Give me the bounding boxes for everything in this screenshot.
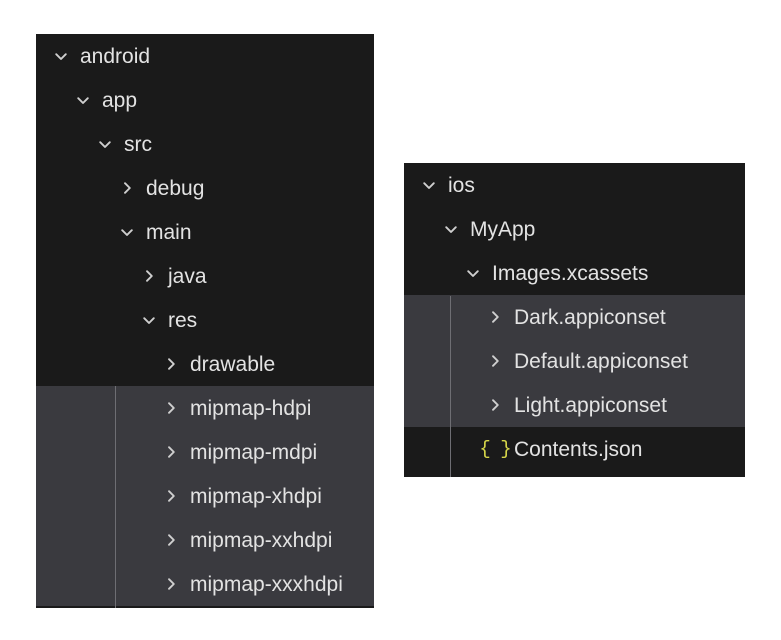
tree-row[interactable]: Images.xcassets — [404, 251, 745, 295]
chevron-right-icon[interactable] — [160, 441, 182, 463]
tree-row-label: mipmap-xxxhdpi — [190, 572, 343, 596]
tree-row[interactable]: ios — [404, 163, 745, 207]
tree-row[interactable]: MyApp — [404, 207, 745, 251]
tree-row[interactable]: Light.appiconset — [404, 383, 745, 427]
chevron-down-icon[interactable] — [94, 133, 116, 155]
chevron-down-icon[interactable] — [138, 309, 160, 331]
chevron-right-icon[interactable] — [160, 353, 182, 375]
chevron-right-icon[interactable] — [160, 529, 182, 551]
tree-row-label: debug — [146, 176, 205, 200]
chevron-down-icon[interactable] — [418, 174, 440, 196]
chevron-right-icon[interactable] — [484, 394, 506, 416]
chevron-right-icon[interactable] — [116, 177, 138, 199]
tree-row-label: app — [102, 88, 138, 112]
android-tree-row-list: android app src debug main java res drawable mip… — [36, 34, 374, 606]
tree-row-label: src — [124, 132, 152, 156]
tree-row[interactable]: mipmap-xhdpi — [36, 474, 374, 518]
android-file-tree-panel: android app src debug main java res drawable mip… — [36, 34, 374, 608]
tree-row-label: mipmap-xhdpi — [190, 484, 322, 508]
chevron-down-icon[interactable] — [50, 45, 72, 67]
tree-row[interactable]: mipmap-hdpi — [36, 386, 374, 430]
chevron-down-icon[interactable] — [116, 221, 138, 243]
chevron-right-icon[interactable] — [138, 265, 160, 287]
tree-row-label: Light.appiconset — [514, 393, 667, 417]
chevron-right-icon[interactable] — [484, 350, 506, 372]
tree-row[interactable]: main — [36, 210, 374, 254]
chevron-right-icon[interactable] — [160, 397, 182, 419]
tree-row[interactable]: debug — [36, 166, 374, 210]
tree-row[interactable]: res — [36, 298, 374, 342]
tree-row-label: MyApp — [470, 217, 536, 241]
chevron-down-icon[interactable] — [72, 89, 94, 111]
tree-row-label: Default.appiconset — [514, 349, 688, 373]
tree-row[interactable]: mipmap-xxhdpi — [36, 518, 374, 562]
indent-guide-line — [115, 386, 116, 608]
chevron-right-icon[interactable] — [160, 573, 182, 595]
tree-row[interactable]: drawable — [36, 342, 374, 386]
tree-row-label: mipmap-xxhdpi — [190, 528, 333, 552]
tree-row-label: android — [80, 44, 151, 68]
tree-row[interactable]: { }Contents.json — [404, 427, 745, 471]
json-file-icon: { } — [479, 438, 511, 460]
tree-row[interactable]: android — [36, 34, 374, 78]
tree-row[interactable]: Dark.appiconset — [404, 295, 745, 339]
tree-row-label: ios — [448, 173, 475, 197]
chevron-down-icon[interactable] — [440, 218, 462, 240]
tree-row-label: mipmap-mdpi — [190, 440, 318, 464]
chevron-right-icon[interactable] — [484, 306, 506, 328]
tree-row[interactable]: Default.appiconset — [404, 339, 745, 383]
tree-row-label: res — [168, 308, 198, 332]
tree-row[interactable]: mipmap-mdpi — [36, 430, 374, 474]
tree-row[interactable]: java — [36, 254, 374, 298]
tree-row[interactable]: src — [36, 122, 374, 166]
tree-row-label: Images.xcassets — [492, 261, 649, 285]
chevron-right-icon[interactable] — [160, 485, 182, 507]
tree-row-label: Dark.appiconset — [514, 305, 666, 329]
chevron-down-icon[interactable] — [462, 262, 484, 284]
indent-guide-line — [450, 296, 451, 477]
tree-row-label: mipmap-hdpi — [190, 396, 312, 420]
tree-row-label: main — [146, 220, 192, 244]
tree-row-label: drawable — [190, 352, 276, 376]
tree-row[interactable]: mipmap-xxxhdpi — [36, 562, 374, 606]
tree-row-label: java — [168, 264, 207, 288]
tree-row[interactable]: app — [36, 78, 374, 122]
tree-row-label: Contents.json — [514, 437, 643, 461]
